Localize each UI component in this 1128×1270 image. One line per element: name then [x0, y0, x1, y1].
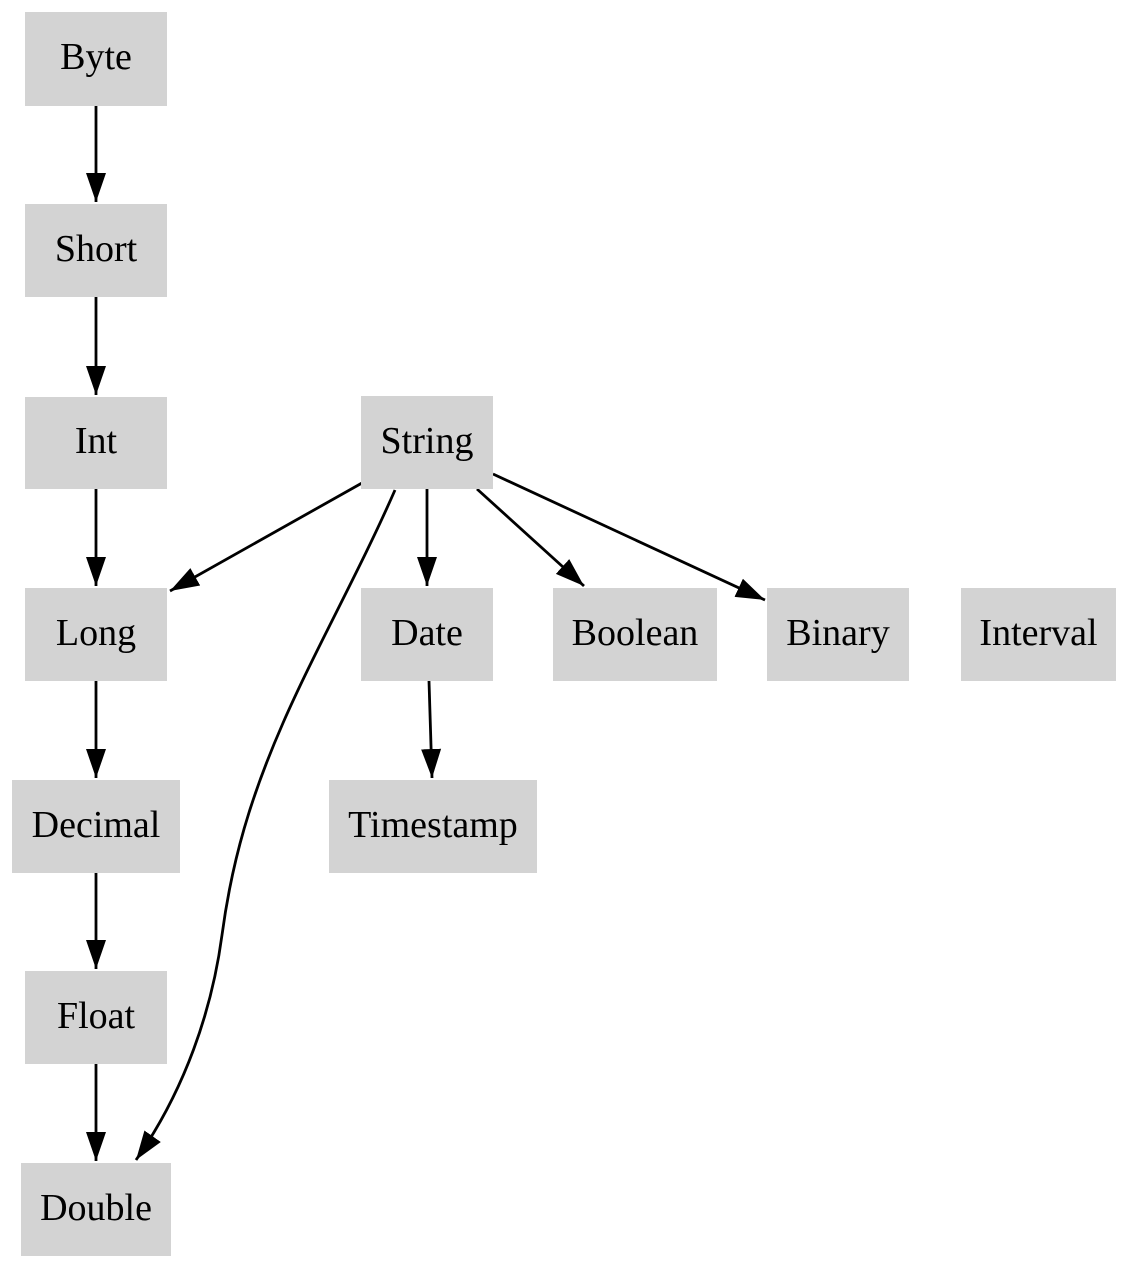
node-date: Date [361, 588, 493, 681]
edge-string-to-boolean [476, 487, 585, 588]
node-label-date: Date [391, 611, 463, 654]
edge-string-to-binary [492, 472, 766, 602]
node-label-timestamp: Timestamp [348, 803, 518, 846]
edge-date-to-timestamp [421, 680, 442, 779]
node-timestamp: Timestamp [329, 780, 537, 873]
node-binary: Binary [767, 588, 909, 681]
node-label-binary: Binary [786, 611, 890, 654]
node-label-decimal: Decimal [31, 803, 161, 846]
edge-string-to-long [169, 481, 363, 593]
node-label-byte: Byte [60, 36, 132, 78]
node-interval: Interval [961, 588, 1116, 681]
node-int: Int [25, 397, 167, 489]
node-label-short: Short [54, 227, 138, 270]
node-double: Double [21, 1163, 171, 1256]
node-byte: Byte [25, 12, 167, 106]
node-label-double: Double [40, 1186, 152, 1229]
node-label-boolean: Boolean [571, 611, 699, 654]
node-float: Float [25, 971, 167, 1064]
node-short: Short [25, 204, 167, 297]
node-label-interval: Interval [979, 611, 1098, 654]
node-label-int: Int [74, 420, 118, 462]
node-string: String [361, 396, 493, 489]
node-label-long: Long [55, 611, 137, 654]
node-boolean: Boolean [553, 588, 717, 681]
node-label-string: String [380, 419, 474, 462]
node-long: Long [25, 588, 167, 681]
node-decimal: Decimal [12, 780, 180, 873]
node-label-float: Float [56, 994, 136, 1037]
